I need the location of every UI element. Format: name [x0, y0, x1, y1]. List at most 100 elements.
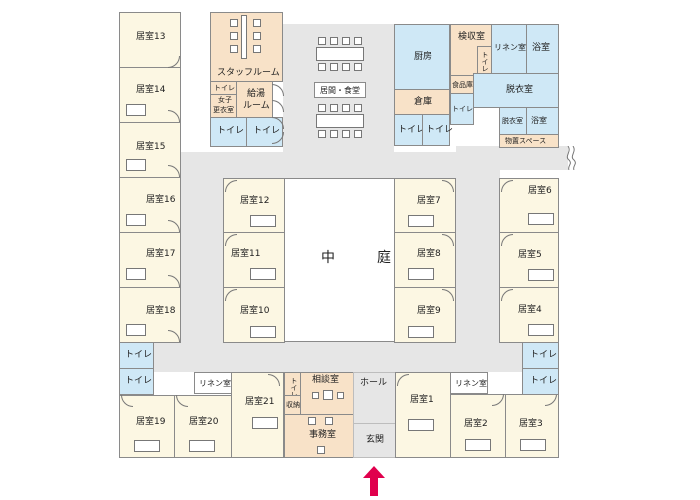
- room-label: 居室4: [518, 305, 542, 315]
- bed-icon: [126, 268, 146, 280]
- chair-icon: [330, 130, 338, 138]
- dining-table-icon: [316, 114, 364, 128]
- chair-icon: [318, 63, 326, 71]
- room-label: 居室10: [240, 306, 270, 316]
- door-swing: [501, 289, 513, 301]
- changing-label: 女子: [218, 96, 232, 104]
- chair-icon: [330, 104, 338, 112]
- chair-icon: [342, 37, 350, 45]
- bed-icon: [408, 215, 434, 227]
- desk-icon: [230, 32, 238, 40]
- table-icon: [323, 390, 333, 400]
- dressing-room: 脱衣室: [473, 73, 559, 108]
- dressing-room-small: 脱衣室: [499, 107, 527, 135]
- entrance-arrow-icon: [363, 466, 385, 496]
- toilet-staff: トイレ: [210, 81, 237, 95]
- room-1: 居室1: [395, 372, 451, 458]
- toilet-label: トイレ: [426, 125, 454, 135]
- bed-icon: [189, 440, 215, 452]
- bed-icon: [250, 215, 276, 227]
- room-label: 居室13: [136, 32, 166, 42]
- toilet-label: トイレ: [253, 126, 281, 136]
- toilet-label: トイレ: [125, 350, 153, 360]
- bed-icon: [134, 440, 160, 452]
- bed-icon: [126, 159, 146, 171]
- corridor-east: [456, 152, 500, 372]
- chair-icon: [318, 130, 326, 138]
- continuation-mark-icon: [566, 146, 576, 170]
- room-label: 居室14: [136, 85, 166, 95]
- staff-room-label: スタッフルーム: [217, 68, 280, 78]
- door-swing: [225, 180, 237, 192]
- desk-icon: [253, 32, 261, 40]
- desk-icon: [317, 446, 325, 454]
- dining-table-icon: [316, 47, 364, 61]
- room-label: 居室5: [518, 250, 542, 260]
- chair-icon: [342, 104, 350, 112]
- toilet-label: トイレ: [217, 126, 245, 136]
- linen-room-west: リネン室: [194, 372, 232, 394]
- storage-room: 倉庫: [394, 89, 450, 115]
- chair-icon: [354, 63, 362, 71]
- room-label: 居室9: [417, 306, 441, 316]
- kitchen: 厨房: [394, 24, 450, 90]
- linen-room-north: リネン室: [491, 24, 527, 74]
- hall-label: ホール: [360, 378, 388, 388]
- chair-icon: [330, 63, 338, 71]
- dressing-label: 脱衣室: [502, 117, 523, 125]
- room-label: 居室11: [231, 249, 261, 259]
- desk-icon: [325, 417, 333, 425]
- room-label: 居室12: [240, 196, 270, 206]
- toilet-label: トイレ: [214, 84, 235, 92]
- corridor-north: [180, 152, 500, 178]
- toilet-east-a: トイレ: [522, 342, 559, 369]
- pantry-label: 給湯: [247, 89, 266, 99]
- food-storage-label: 食品庫: [452, 81, 473, 89]
- receiving-label: 検収室: [458, 32, 486, 42]
- room-label: 居室19: [136, 417, 166, 427]
- room-label: 居室6: [528, 186, 552, 196]
- chair-icon: [342, 130, 350, 138]
- consultation-room: 相談室: [300, 372, 354, 415]
- desk-icon: [230, 19, 238, 27]
- toilet-label: トイレ: [125, 376, 153, 386]
- linen-label: リネン室: [494, 43, 526, 52]
- dressing-label: 脱衣室: [506, 85, 534, 95]
- door-swing: [225, 289, 237, 301]
- chair-icon: [354, 104, 362, 112]
- bed-icon: [528, 269, 554, 281]
- bath-label: 浴室: [531, 116, 547, 125]
- door-swing: [501, 234, 513, 246]
- foyer-label: 玄関: [366, 435, 385, 445]
- door-swing: [225, 234, 237, 246]
- bath-label: 浴室: [532, 43, 551, 53]
- room-label: 居室8: [417, 249, 441, 259]
- room-label: 居室2: [464, 419, 488, 429]
- toilet-label: トイレ: [452, 105, 473, 113]
- room-label: 居室1: [410, 395, 434, 405]
- chair-icon: [318, 104, 326, 112]
- chair-icon: [342, 63, 350, 71]
- changing-label: 更衣室: [213, 106, 234, 114]
- foyer: 玄関: [353, 423, 396, 458]
- bed-icon: [520, 439, 546, 451]
- toilet-service-b: トイレ: [422, 114, 454, 146]
- bed-icon: [252, 417, 278, 429]
- bed-icon: [126, 214, 146, 226]
- dining-label-box: 居間・食堂: [314, 82, 366, 98]
- courtyard-label: 中 庭: [321, 250, 405, 266]
- chair-icon: [354, 130, 362, 138]
- food-storage: 食品庫: [450, 75, 474, 94]
- toilet-west-a: トイレ: [119, 342, 154, 369]
- office: 事務室: [284, 414, 354, 458]
- bed-icon: [408, 268, 434, 280]
- linen-room-east: リネン室: [450, 372, 488, 394]
- storage-space-label: 物置スペース: [505, 137, 547, 145]
- bed-icon: [250, 326, 276, 338]
- bed-icon: [528, 213, 554, 225]
- changing-room: 女子更衣室: [210, 94, 237, 118]
- dining-label: 居間・食堂: [320, 86, 360, 95]
- door-swing: [501, 180, 513, 192]
- toilet-service-c: トイレ: [450, 93, 474, 125]
- hall: ホール: [353, 372, 396, 424]
